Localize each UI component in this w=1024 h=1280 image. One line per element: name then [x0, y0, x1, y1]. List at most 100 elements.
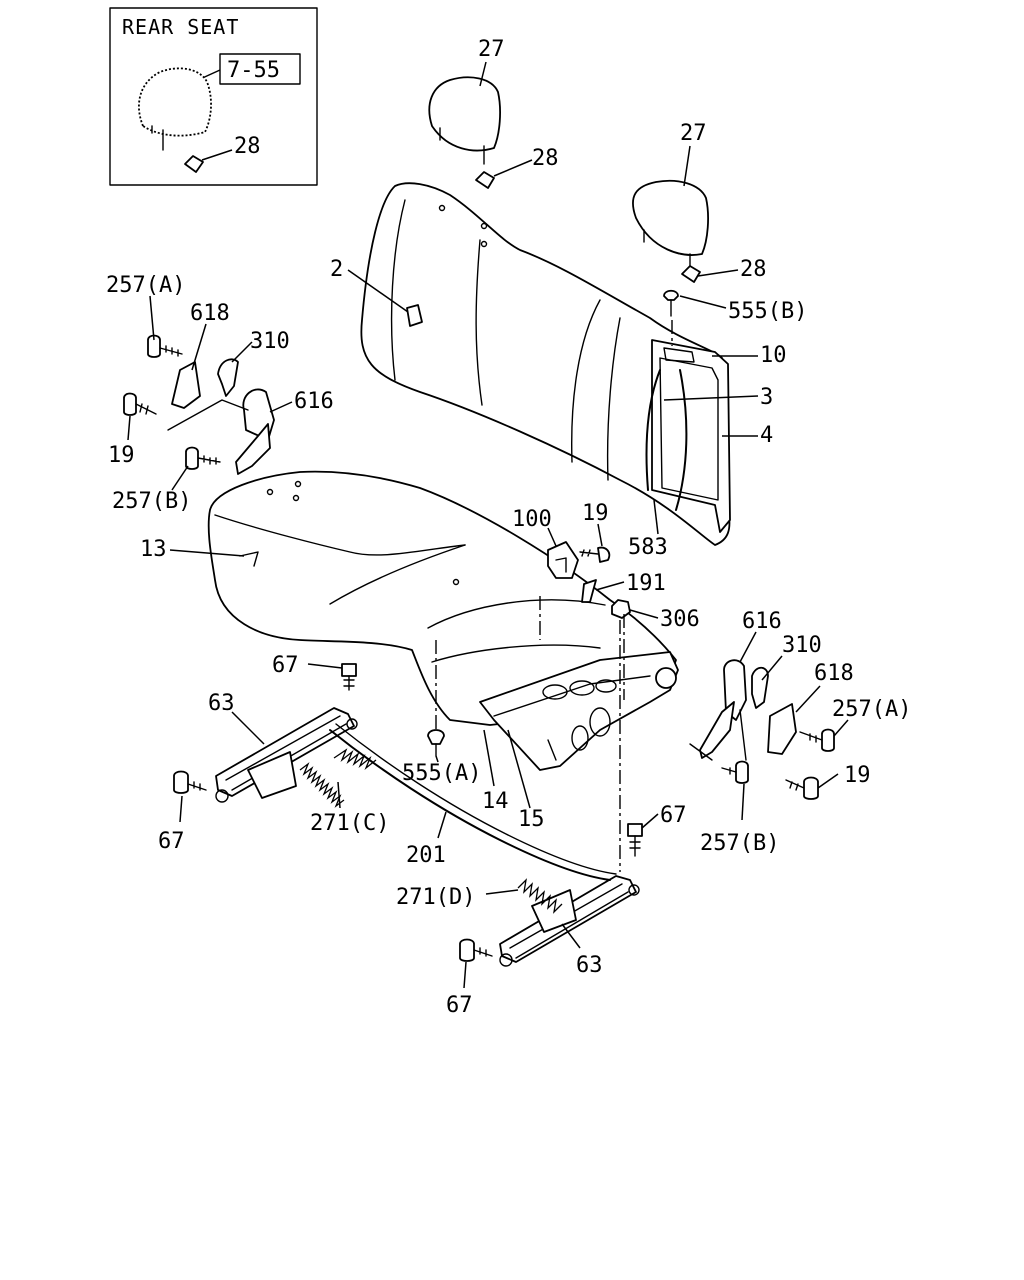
bolt-67-right-thread [629, 835, 641, 857]
seat-back-seam-4 [606, 317, 621, 481]
rail-right-loop [628, 884, 640, 896]
label-guide-right: 28 [740, 257, 767, 282]
bolt-257a-right-shape [821, 728, 835, 752]
seat-back-hole [480, 240, 488, 248]
label-screw-19-left: 19 [108, 443, 135, 468]
clip-555b-shape [663, 289, 679, 301]
cushion-hole [452, 578, 460, 586]
callout-labels: 27 28 27 28 555(B) 10 3 4 583 2 257(A) 6… [106, 37, 911, 1018]
leader-100 [547, 527, 557, 547]
label-clip-555b: 555(B) [728, 299, 807, 324]
headrest-left-posts [439, 127, 485, 165]
spring-271c-shape [299, 762, 345, 808]
guide-right-shape [681, 265, 701, 283]
bolt-257a-left-thread [159, 345, 183, 357]
leader-618-right [795, 685, 821, 713]
leader-67-right [641, 813, 659, 829]
clip-100-detail [555, 557, 567, 573]
seat-back-wire-shape [645, 369, 688, 511]
hinge-616-left-arm [235, 423, 271, 475]
inset-headrest-shape [138, 67, 212, 137]
label-strap-191: 191 [626, 571, 666, 596]
leaders [127, 61, 849, 989]
inset-ref: 7-55 [227, 58, 280, 83]
seat-cushion-seam-4 [431, 644, 601, 663]
clip-555a [427, 729, 445, 757]
leader-271d [485, 889, 519, 895]
leader-271c [337, 781, 341, 809]
rail-right-loop [499, 953, 513, 967]
cover-tag-shape [406, 304, 423, 327]
hinge-616-right-arm [699, 701, 735, 759]
seat-back-seam-3 [571, 299, 601, 463]
leader-555a [435, 755, 439, 763]
hinge-left-guide [167, 399, 249, 431]
inset-frame [109, 7, 318, 186]
seat-back-frame-tab [663, 347, 695, 363]
headrest-left [428, 76, 501, 189]
seat-pan-hole [569, 680, 595, 696]
bolt-257a-left-shape [147, 334, 161, 358]
leader-306 [629, 609, 659, 619]
leader-616-left [269, 401, 293, 413]
label-headrest-left: 27 [478, 37, 505, 62]
label-rail-63-left: 63 [208, 691, 235, 716]
label-hinge-616-right: 616 [742, 609, 782, 634]
label-clip-100: 100 [512, 507, 552, 532]
cover-618-left-shape [171, 361, 201, 409]
inset-guide-label: 28 [234, 134, 261, 159]
seat-pan-hole [595, 679, 617, 693]
label-bolt-257a-left: 257(A) [106, 273, 185, 298]
headrest-right-shape [632, 179, 709, 256]
leader-3 [663, 395, 759, 401]
leader-67-bottom [463, 961, 467, 989]
cushion-hole [292, 494, 300, 502]
leader-28-right [697, 269, 739, 277]
seat-pan-slot [547, 739, 557, 761]
label-bolt-257a-right: 257(A) [832, 697, 911, 722]
seat-back [360, 182, 731, 546]
leader-2 [347, 269, 409, 313]
strap-191-shape [581, 579, 597, 603]
label-bolt-67-right: 67 [660, 803, 687, 828]
screw-19-left-shape [123, 392, 137, 416]
clip-555a-shape [427, 729, 445, 745]
headrest-right [632, 179, 709, 317]
seat-cushion-seam-2 [329, 544, 466, 605]
leader-63-left [231, 711, 265, 745]
leader-13 [169, 549, 245, 557]
label-guide-left: 28 [532, 146, 559, 171]
label-screw-19-mid: 19 [582, 501, 609, 526]
screw-19-right-thread [785, 779, 805, 791]
leader-19-mid [597, 523, 603, 547]
inset-title: REAR SEAT [122, 15, 239, 39]
spring-271d-shape [517, 878, 563, 914]
guide-left-shape [475, 171, 495, 189]
bolt-67-right-head [627, 823, 643, 837]
label-headrest-right: 27 [680, 121, 707, 146]
rail-63-left-bracket [247, 751, 297, 799]
leader-19-right [817, 773, 839, 789]
rear-seat-inset: REAR SEAT 7-55 28 [109, 7, 318, 186]
seat-back-hole [480, 222, 488, 230]
bolt-67-bottom-thread [473, 947, 493, 957]
screw-19-right-shape [803, 776, 819, 800]
cover-618-right-shape [767, 703, 797, 755]
inset-headrest-posts [151, 125, 164, 151]
headrest-left-shape [428, 76, 501, 152]
bolt-67-left-head [173, 770, 189, 794]
leader-257b-right [741, 783, 745, 821]
bolt-257b-left-thread [197, 455, 221, 465]
leader-555b [679, 295, 727, 309]
rail-left-loop [215, 789, 229, 803]
leader-618-left [191, 323, 207, 371]
label-lever-310-right: 310 [782, 633, 822, 658]
label-clip-555a: 555(A) [402, 761, 481, 786]
leader-310-right [761, 655, 783, 681]
hinge-right [689, 659, 835, 800]
leader-257a-left [149, 295, 155, 341]
leader-201 [437, 811, 447, 839]
spring-271c-top [333, 748, 377, 771]
label-nut-306: 306 [660, 607, 700, 632]
